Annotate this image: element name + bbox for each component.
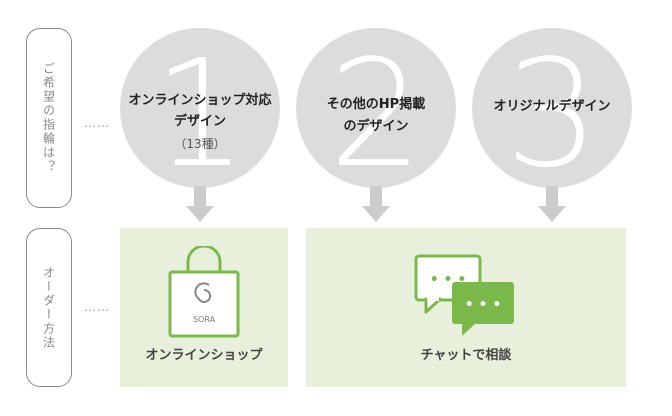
chat-bubbles-icon: • • • • • • — [414, 254, 514, 336]
option-circle-3[interactable]: 3 オリジナルデザイン — [472, 28, 632, 188]
option-title-2-line2: のデザイン — [343, 119, 409, 134]
design-question-label: ご希望の指輪は？ — [26, 28, 72, 208]
order-method-text: オーダー方法 — [41, 265, 56, 350]
option-title-1-line1: オンラインショップ対応 — [128, 93, 272, 108]
option-circle-2[interactable]: 2 その他のHP掲載 のデザイン — [296, 28, 456, 188]
order-method-label: オーダー方法 — [26, 228, 72, 387]
shopping-bag-icon: SORA — [168, 246, 240, 338]
down-arrow-icon-3 — [538, 186, 566, 222]
design-question-text: ご希望の指輪は？ — [41, 62, 56, 174]
option-number-1: 1 — [152, 28, 248, 188]
option-sub-1: （13種） — [174, 137, 226, 151]
online-shop-label: オンラインショップ — [145, 348, 263, 363]
option-circle-1[interactable]: 1 オンラインショップ対応 デザイン （13種） — [120, 28, 280, 188]
chat-consult-panel[interactable]: • • • • • • チャットで相談 — [306, 228, 626, 387]
down-arrow-icon-2 — [362, 186, 390, 222]
option-title-2-line1: その他のHP掲載 — [326, 97, 426, 112]
option-title-3-line1: オリジナルデザイン — [493, 99, 611, 114]
bag-brand-text: SORA — [193, 315, 216, 324]
chat-consult-label: チャットで相談 — [420, 348, 512, 363]
down-arrow-icon-1 — [186, 186, 214, 222]
option-title-1-line2: デザイン — [173, 114, 226, 129]
option-number-2: 2 — [328, 28, 424, 188]
chat-bubble-dots-2: • • • — [465, 297, 502, 313]
online-shop-panel[interactable]: SORA オンラインショップ — [120, 228, 288, 387]
option-number-3: 3 — [504, 28, 600, 188]
dots-connector-top: …… — [84, 116, 110, 130]
dots-connector-bottom: …… — [84, 300, 110, 314]
